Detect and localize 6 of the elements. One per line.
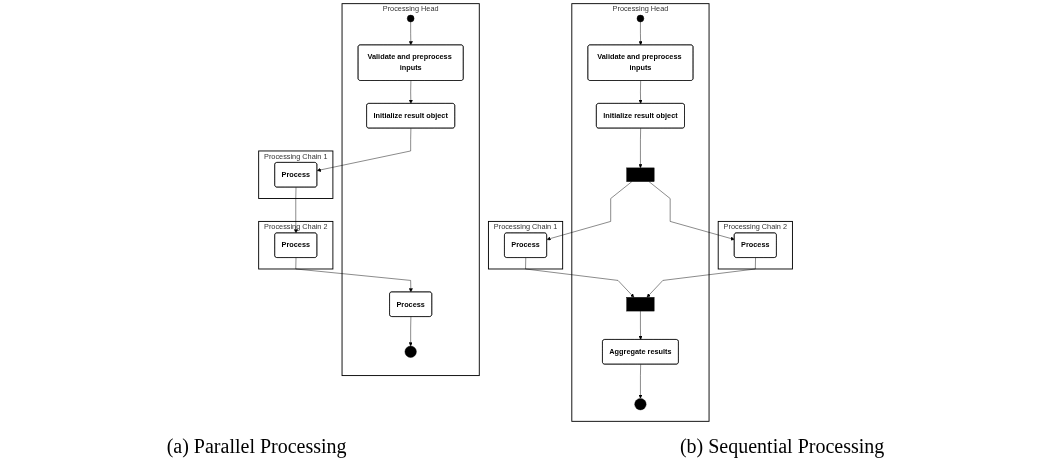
figure-caption: (a) Parallel Processing — [166, 434, 347, 458]
node-bar — [626, 167, 655, 182]
node-circle — [636, 14, 645, 23]
node-circle — [406, 14, 415, 23]
node-bar — [626, 297, 655, 312]
figure-caption: (b) Sequential Processing — [679, 434, 885, 458]
